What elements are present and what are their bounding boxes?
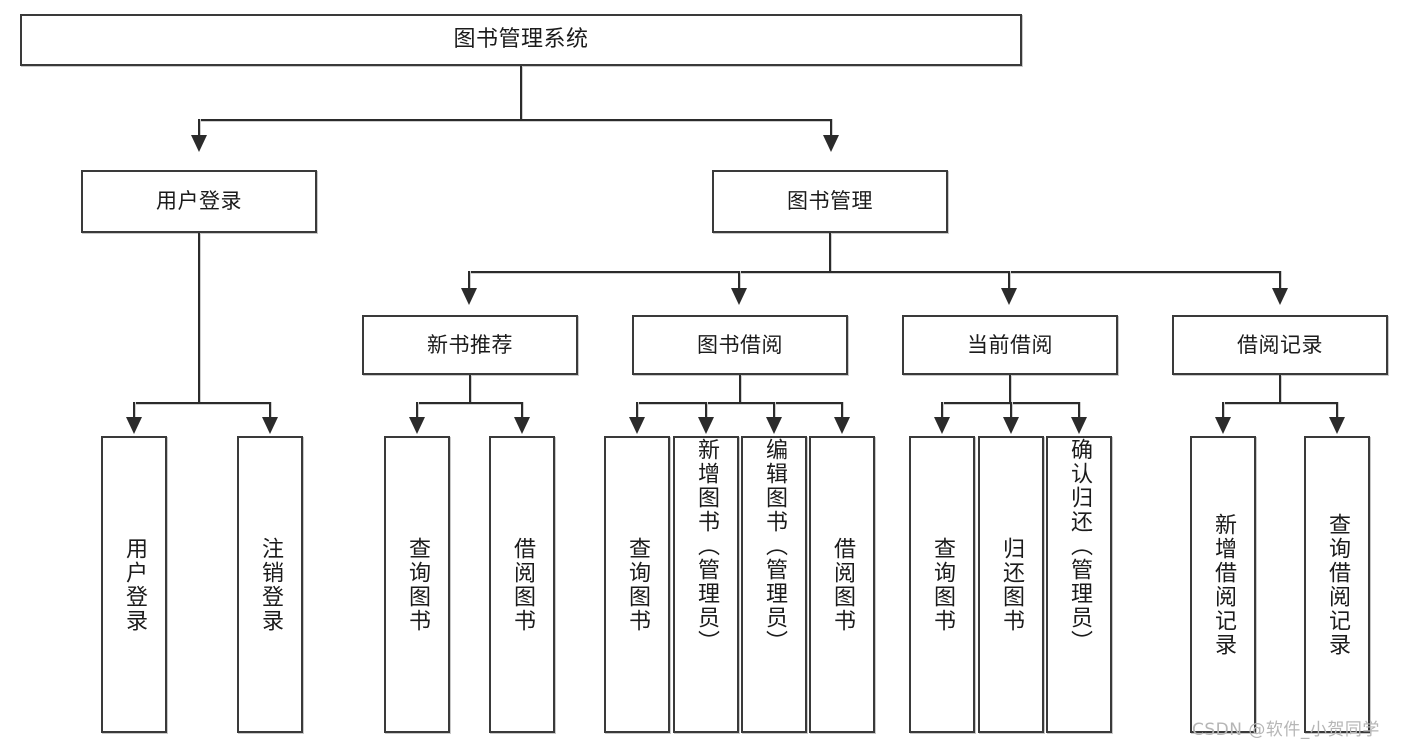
connector-book-borrow-drop-1 bbox=[636, 402, 638, 419]
connector-book-borrow-drop-2 bbox=[705, 402, 707, 419]
node-label: 借阅图书 bbox=[510, 536, 535, 633]
arrowhead-book-borrow-leaf-3 bbox=[766, 417, 782, 434]
arrowhead-new-book-leaf-1 bbox=[409, 417, 425, 434]
node-label: 查询图书 bbox=[930, 536, 955, 633]
connector-user-login-bar bbox=[133, 402, 271, 404]
connector-level3-drop-1 bbox=[468, 271, 470, 290]
connector-borrow-record-drop-1 bbox=[1222, 402, 1224, 419]
connector-level3-drop-4 bbox=[1279, 271, 1281, 290]
node-label: 借阅图书 bbox=[830, 536, 855, 633]
connector-user-login-drop-2 bbox=[269, 402, 271, 419]
connector-root-stem bbox=[520, 66, 522, 119]
node-label: 图书管理系统 bbox=[453, 27, 589, 53]
leaf-borrow-record-add-record[interactable]: 新增借阅记录 bbox=[1190, 436, 1256, 733]
connector-borrow-record-stem bbox=[1279, 375, 1281, 402]
connector-level3-bar bbox=[468, 271, 1280, 273]
connector-new-book-stem bbox=[469, 375, 471, 402]
node-book-borrow[interactable]: 图书借阅 bbox=[632, 315, 848, 375]
node-label: 图书管理 bbox=[787, 189, 873, 214]
node-label: 查询图书 bbox=[625, 536, 650, 633]
node-label: 新书推荐 bbox=[427, 332, 513, 357]
arrowhead-book-borrow-leaf-1 bbox=[629, 417, 645, 434]
leaf-borrow-record-query-record[interactable]: 查询借阅记录 bbox=[1304, 436, 1370, 733]
node-label: 用户登录 bbox=[122, 536, 147, 633]
node-label: 归还图书 bbox=[999, 536, 1024, 633]
node-borrow-record[interactable]: 借阅记录 bbox=[1172, 315, 1388, 375]
arrowhead-to-user-login bbox=[191, 135, 207, 152]
connector-borrow-record-bar bbox=[1222, 402, 1338, 404]
connector-current-borrow-drop-1 bbox=[941, 402, 943, 419]
node-current-borrow[interactable]: 当前借阅 bbox=[902, 315, 1118, 375]
arrowhead-to-current-borrow bbox=[1001, 288, 1017, 305]
leaf-current-borrow-query-book[interactable]: 查询图书 bbox=[909, 436, 975, 733]
connector-book-borrow-stem bbox=[739, 375, 741, 402]
connector-level1-bar bbox=[198, 119, 832, 121]
connector-user-login-drop-1 bbox=[133, 402, 135, 419]
node-user-login[interactable]: 用户登录 bbox=[81, 170, 317, 233]
node-label: 确认归还（管理员） bbox=[1067, 438, 1092, 654]
leaf-book-borrow-edit-book-admin[interactable]: 编辑图书（管理员） bbox=[741, 436, 807, 733]
connector-level3-drop-3 bbox=[1008, 271, 1010, 290]
node-label: 新增借阅记录 bbox=[1211, 512, 1236, 657]
arrowhead-borrow-record-leaf-2 bbox=[1329, 417, 1345, 434]
leaf-new-book-query-book[interactable]: 查询图书 bbox=[384, 436, 450, 733]
arrowhead-to-book-borrow bbox=[731, 288, 747, 305]
leaf-book-borrow-query-book[interactable]: 查询图书 bbox=[604, 436, 670, 733]
arrowhead-to-book-management bbox=[823, 135, 839, 152]
arrowhead-book-borrow-leaf-4 bbox=[834, 417, 850, 434]
connector-new-book-drop-1 bbox=[416, 402, 418, 419]
leaf-book-borrow-borrow-book[interactable]: 借阅图书 bbox=[809, 436, 875, 733]
node-label: 查询图书 bbox=[405, 536, 430, 633]
arrowhead-user-login-leaf-2 bbox=[262, 417, 278, 434]
arrowhead-current-borrow-leaf-2 bbox=[1003, 417, 1019, 434]
connector-book-borrow-drop-3 bbox=[773, 402, 775, 419]
connector-current-borrow-drop-2 bbox=[1010, 402, 1012, 419]
connector-current-borrow-drop-3 bbox=[1078, 402, 1080, 419]
connector-book-borrow-bar bbox=[636, 402, 843, 404]
node-label: 用户登录 bbox=[156, 189, 242, 214]
arrowhead-current-borrow-leaf-3 bbox=[1071, 417, 1087, 434]
connector-user-login-stem bbox=[198, 233, 200, 402]
connector-level1-drop-left bbox=[198, 119, 200, 137]
arrowhead-new-book-leaf-2 bbox=[514, 417, 530, 434]
leaf-current-borrow-return-book[interactable]: 归还图书 bbox=[978, 436, 1044, 733]
leaf-current-borrow-confirm-return-admin[interactable]: 确认归还（管理员） bbox=[1046, 436, 1112, 733]
node-label: 注销登录 bbox=[258, 536, 283, 633]
arrowhead-to-new-book-recommend bbox=[461, 288, 477, 305]
connector-book-management-stem bbox=[829, 233, 831, 271]
leaf-user-login-user-login[interactable]: 用户登录 bbox=[101, 436, 167, 733]
connector-level3-drop-2 bbox=[738, 271, 740, 290]
leaf-user-login-logout[interactable]: 注销登录 bbox=[237, 436, 303, 733]
node-root-book-management-system[interactable]: 图书管理系统 bbox=[20, 14, 1022, 66]
arrowhead-current-borrow-leaf-1 bbox=[934, 417, 950, 434]
node-label: 当前借阅 bbox=[967, 332, 1053, 357]
arrowhead-book-borrow-leaf-2 bbox=[698, 417, 714, 434]
connector-level1-drop-right bbox=[830, 119, 832, 137]
leaf-new-book-borrow-book[interactable]: 借阅图书 bbox=[489, 436, 555, 733]
arrowhead-borrow-record-leaf-1 bbox=[1215, 417, 1231, 434]
node-new-book-recommend[interactable]: 新书推荐 bbox=[362, 315, 578, 375]
connector-current-borrow-stem bbox=[1009, 375, 1011, 402]
connector-book-borrow-drop-4 bbox=[841, 402, 843, 419]
arrowhead-user-login-leaf-1 bbox=[126, 417, 142, 434]
leaf-book-borrow-add-book-admin[interactable]: 新增图书（管理员） bbox=[673, 436, 739, 733]
arrowhead-to-borrow-record bbox=[1272, 288, 1288, 305]
node-label: 编辑图书（管理员） bbox=[762, 438, 787, 654]
node-label: 图书借阅 bbox=[697, 332, 783, 357]
node-label: 新增图书（管理员） bbox=[694, 438, 719, 654]
node-label: 借阅记录 bbox=[1237, 332, 1323, 357]
node-label: 查询借阅记录 bbox=[1325, 512, 1350, 657]
connector-borrow-record-drop-2 bbox=[1336, 402, 1338, 419]
node-book-management[interactable]: 图书管理 bbox=[712, 170, 948, 233]
connector-new-book-drop-2 bbox=[521, 402, 523, 419]
connector-new-book-bar bbox=[416, 402, 523, 404]
